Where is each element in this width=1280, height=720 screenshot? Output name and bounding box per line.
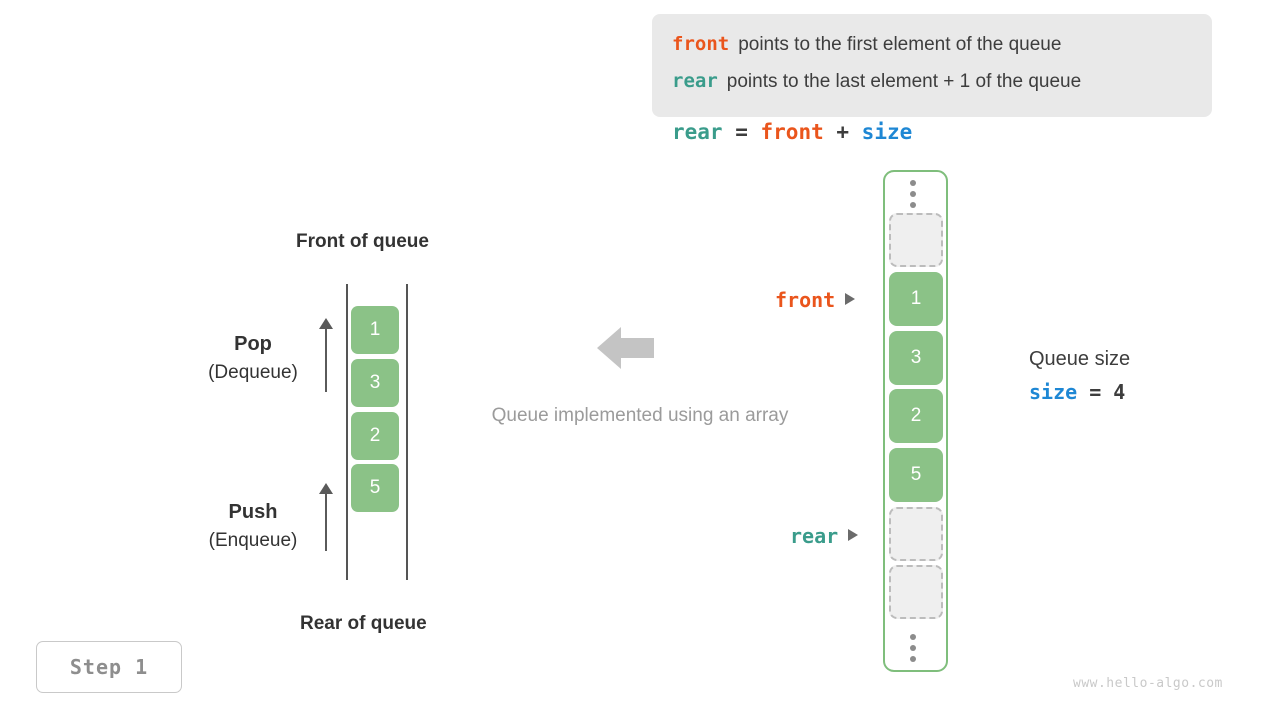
- formula-operand-front: front: [760, 120, 824, 144]
- ellipsis-dots-bottom-icon: [910, 634, 916, 667]
- size-variable: size: [1029, 380, 1078, 404]
- front-of-queue-label: Front of queue: [296, 231, 429, 252]
- array-slot-filled: 1: [889, 272, 943, 326]
- dot: [910, 645, 916, 651]
- push-subtitle: (Enqueue): [208, 530, 298, 551]
- formula-equals: =: [722, 120, 761, 144]
- array-slot-empty: [889, 507, 943, 561]
- watermark: www.hello-algo.com: [1073, 676, 1223, 691]
- pop-label: Pop (Dequeue): [168, 331, 338, 387]
- pop-subtitle: (Dequeue): [208, 362, 298, 383]
- formula-operand-size: size: [861, 120, 913, 144]
- dot: [910, 191, 916, 197]
- size-value: 4: [1113, 380, 1126, 404]
- rear-of-queue-label: Rear of queue: [300, 613, 427, 634]
- legend-keyword-rear: rear: [672, 70, 718, 92]
- rear-pointer-label: rear: [790, 524, 839, 548]
- queue-size-expression: size = 4: [1029, 374, 1130, 410]
- queue-cell: 2: [351, 412, 399, 460]
- pop-title: Pop: [234, 333, 272, 355]
- formula-rear-equals-front-plus-size: rear = front + size: [672, 120, 912, 144]
- push-arrow-icon: [317, 483, 335, 551]
- legend-text-front: points to the first element of the queue: [738, 34, 1062, 55]
- arrow-head: [319, 483, 333, 494]
- step-badge: Step 1: [36, 641, 182, 693]
- legend-box: front points to the first element of the …: [652, 14, 1212, 117]
- array-slot-filled: 2: [889, 389, 943, 443]
- front-pointer-label: front: [775, 288, 836, 312]
- array-slot-filled: 3: [889, 331, 943, 385]
- dot: [910, 180, 916, 186]
- pop-arrow-icon: [317, 318, 335, 392]
- pointer-triangle-icon: [845, 293, 856, 305]
- dot: [910, 634, 916, 640]
- queue-rail-left: [346, 284, 348, 580]
- legend-line-rear: rear points to the last element + 1 of th…: [672, 63, 1192, 100]
- size-equals: =: [1077, 380, 1114, 404]
- arrow-left-icon: [597, 327, 654, 369]
- array-slot-empty: [889, 213, 943, 267]
- legend-line-front: front points to the first element of the …: [672, 26, 1192, 63]
- legend-keyword-front: front: [672, 33, 730, 55]
- formula-plus: +: [823, 120, 862, 144]
- front-pointer: front: [775, 288, 856, 312]
- diagram-caption: Queue implemented using an array: [491, 405, 789, 426]
- ellipsis-dots-top-icon: [910, 180, 916, 213]
- legend-text-rear: points to the last element + 1 of the qu…: [726, 71, 1082, 92]
- dot: [910, 656, 916, 662]
- queue-cell: 1: [351, 306, 399, 354]
- arrow-shaft: [325, 327, 327, 392]
- queue-cell: 5: [351, 464, 399, 512]
- array-slot-empty: [889, 565, 943, 619]
- push-title: Push: [228, 501, 278, 523]
- formula-lhs: rear: [672, 120, 723, 144]
- arrow-head: [319, 318, 333, 329]
- pointer-triangle-icon: [848, 529, 859, 541]
- queue-cell: 3: [351, 359, 399, 407]
- rear-pointer: rear: [790, 524, 859, 548]
- arrow-shaft: [325, 492, 327, 551]
- array-slot-filled: 5: [889, 448, 943, 502]
- queue-rail-right: [406, 284, 408, 580]
- queue-size-title: Queue size: [1029, 348, 1131, 370]
- dot: [910, 202, 916, 208]
- queue-size-note: Queue size size = 4: [1029, 344, 1130, 410]
- push-label: Push (Enqueue): [168, 499, 338, 555]
